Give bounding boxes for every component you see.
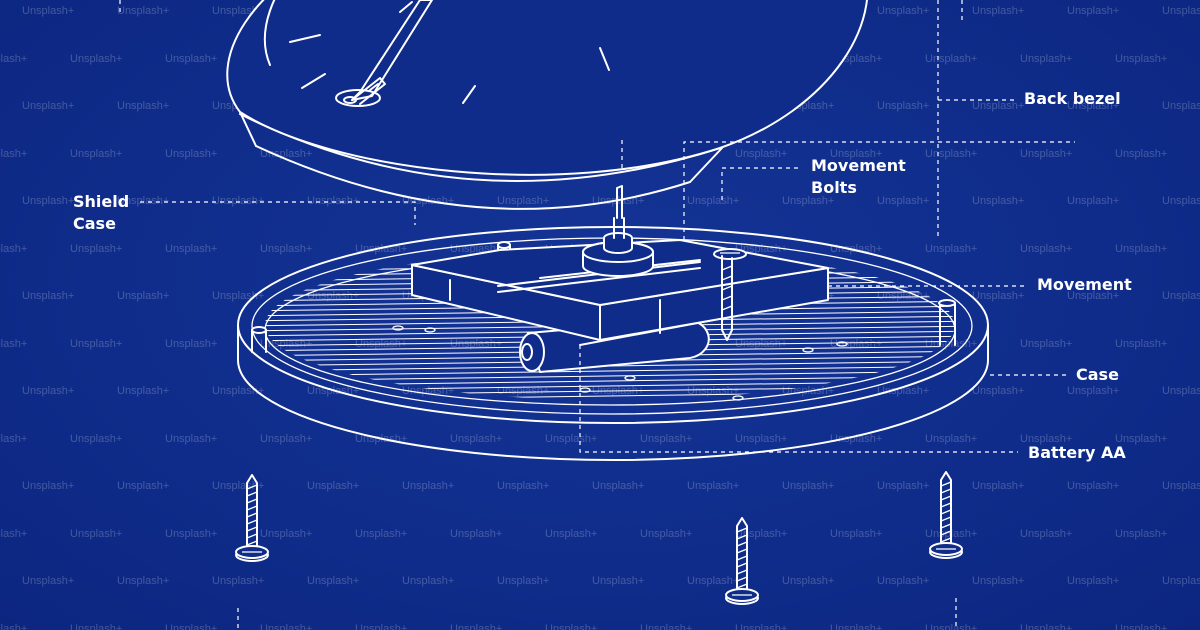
back-bezel-label: Back bezel [1024,88,1121,110]
back-bezel-text: Back bezel [1024,89,1121,108]
shield-case-line2: Case [73,214,116,233]
case-label: Case [1076,364,1119,386]
shield-case-label: Shield Case [73,191,129,235]
movement-bolts-label: Movement Bolts [811,155,906,199]
screw [929,471,963,559]
movement-label: Movement [1037,274,1132,296]
screw [235,474,269,562]
leader-lines [119,0,1075,630]
movement-text: Movement [1037,275,1132,294]
loose-screws [235,471,963,605]
movement-bolts-line1: Movement [811,156,906,175]
screw [725,517,759,605]
battery-text: Battery AA [1028,443,1126,462]
back-bezel-part [226,0,868,210]
case-text: Case [1076,365,1119,384]
movement-bolts-line2: Bolts [811,178,857,197]
movement-part [411,185,829,341]
shield-case-line1: Shield [73,192,130,211]
battery-label: Battery AA [1028,442,1126,464]
